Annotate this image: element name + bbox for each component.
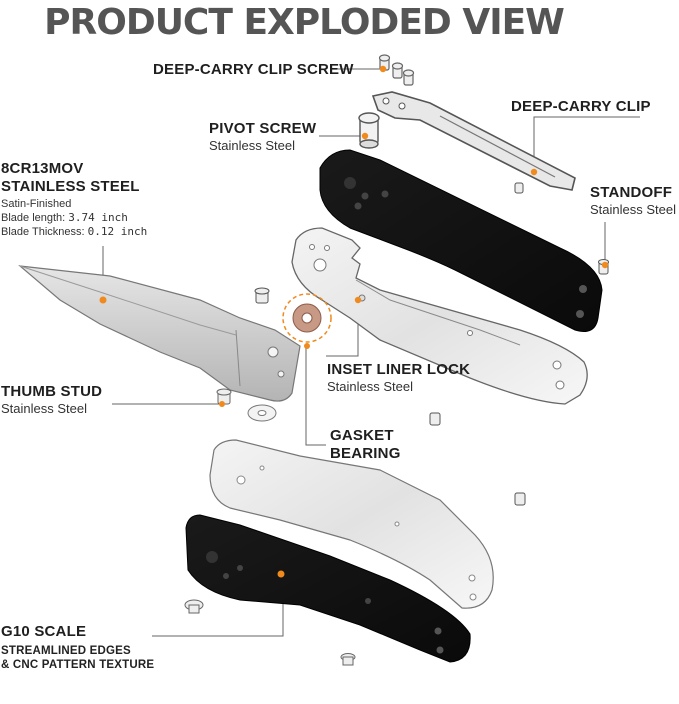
g10-handle-icon: [185, 514, 471, 663]
pivot-screw-label: PIVOT SCREW Stainless Steel: [209, 120, 316, 154]
gasket-name-line1: GASKET: [330, 427, 394, 444]
page-title: PRODUCT EXPLODED VIEW: [44, 2, 565, 43]
thumb-stud-icon: [216, 388, 232, 407]
standoff-name: STANDOFF: [590, 184, 673, 201]
standoff-material: Stainless Steel: [590, 202, 676, 217]
g10-handle-top: [319, 149, 603, 332]
scale-line2: & CNC PATTERN TEXTURE: [1, 659, 155, 671]
blade-name-line2: STAINLESS STEEL: [1, 178, 140, 195]
pivot-screw-name: PIVOT SCREW: [209, 120, 317, 137]
thumb-stud-material: Stainless Steel: [1, 401, 87, 416]
standoff-label: STANDOFF Stainless Steel: [590, 184, 676, 218]
scale-label: G10 SCALE STREAMLINED EDGES & CNC PATTER…: [1, 623, 154, 672]
screw-icon: [184, 599, 356, 666]
clip-screw-label: DEEP-CARRY CLIP SCREW: [153, 61, 354, 79]
liner-icon: [291, 227, 588, 405]
blade-name-line1: 8CR13MOV: [1, 160, 84, 177]
clip-name: DEEP-CARRY CLIP: [511, 98, 651, 115]
blade-length-label: Blade length:: [1, 212, 66, 224]
accent-markers: [354, 65, 609, 304]
pivot-screw-icon: [358, 112, 380, 149]
pivot-screw-material: Stainless Steel: [209, 138, 295, 153]
clip-icon: [371, 91, 576, 191]
blade-thickness-label: Blade Thickness:: [1, 226, 85, 238]
blade-finish: Satin-Finished: [1, 198, 72, 210]
blade-length-value: 3.74 inch: [68, 211, 128, 224]
clip-label: DEEP-CARRY CLIP: [511, 98, 651, 116]
liner-lower-icon: [209, 439, 494, 609]
clip-screw-name: DEEP-CARRY CLIP SCREW: [153, 61, 354, 78]
leader-clip: [533, 116, 640, 172]
blade-icon: [18, 265, 301, 402]
thumb-stud-label: THUMB STUD Stainless Steel: [1, 383, 102, 417]
liner-label: INSET LINER LOCK Stainless Steel: [327, 361, 470, 395]
blade-length-row: Blade length: 3.74 inch: [1, 211, 147, 225]
gasket-name-line2: BEARING: [330, 445, 401, 462]
blade-label: 8CR13MOV STAINLESS STEEL Satin-Finished …: [1, 160, 147, 239]
liner-name: INSET LINER LOCK: [327, 361, 471, 378]
scale-line1: STREAMLINED EDGES: [1, 645, 131, 657]
standoff-icon: [514, 182, 609, 275]
scale-name: G10 SCALE: [1, 623, 87, 640]
blade-thickness-row: Blade Thickness: 0.12 inch: [1, 225, 147, 239]
thumb-stud-name: THUMB STUD: [1, 383, 103, 400]
blade-thickness-value: 0.12 inch: [87, 225, 148, 238]
leader-gasket: [305, 346, 326, 446]
washer-icon: [247, 293, 332, 422]
gasket-label: GASKET BEARING: [330, 427, 401, 463]
liner-material: Stainless Steel: [327, 379, 413, 394]
screw-icon: [254, 287, 526, 506]
